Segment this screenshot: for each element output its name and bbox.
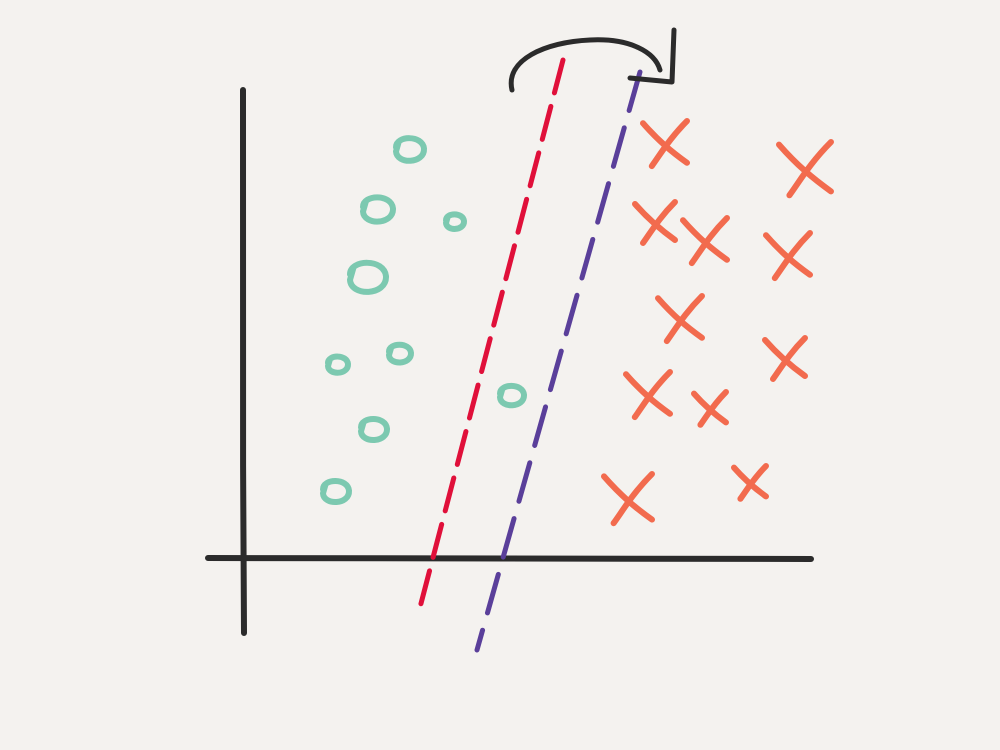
rotation-arrow-arc — [508, 37, 663, 93]
axes — [205, 87, 814, 636]
class-o-markers — [320, 135, 527, 505]
cross-marker-icon — [776, 139, 834, 199]
circle-marker-icon — [386, 341, 414, 366]
cross-marker-icon — [655, 293, 705, 345]
cross-marker-icon — [601, 471, 655, 527]
decision-boundaries — [415, 57, 643, 653]
boundary-line-after — [474, 69, 643, 653]
circle-marker-icon — [347, 259, 389, 295]
curved-arrow-icon — [508, 27, 677, 93]
cross-marker-icon — [762, 335, 808, 382]
circle-marker-icon — [393, 135, 427, 164]
rotation-arrow-head — [627, 27, 677, 85]
cross-marker-icon — [632, 199, 678, 246]
circle-marker-icon — [325, 353, 351, 376]
cross-marker-icon — [680, 215, 730, 267]
boundary-line-before — [415, 57, 566, 618]
class-x-markers — [601, 118, 834, 527]
circle-marker-icon — [497, 382, 527, 409]
cross-marker-icon — [731, 463, 769, 502]
cross-marker-icon — [691, 389, 729, 428]
circle-marker-icon — [320, 478, 352, 505]
cross-marker-icon — [623, 369, 673, 421]
x-axis — [205, 555, 814, 563]
circle-marker-icon — [358, 416, 390, 443]
circle-marker-icon — [443, 211, 467, 232]
cross-marker-icon — [763, 230, 813, 282]
cross-marker-icon — [640, 118, 690, 170]
circle-marker-icon — [360, 194, 396, 225]
y-axis — [240, 87, 247, 636]
